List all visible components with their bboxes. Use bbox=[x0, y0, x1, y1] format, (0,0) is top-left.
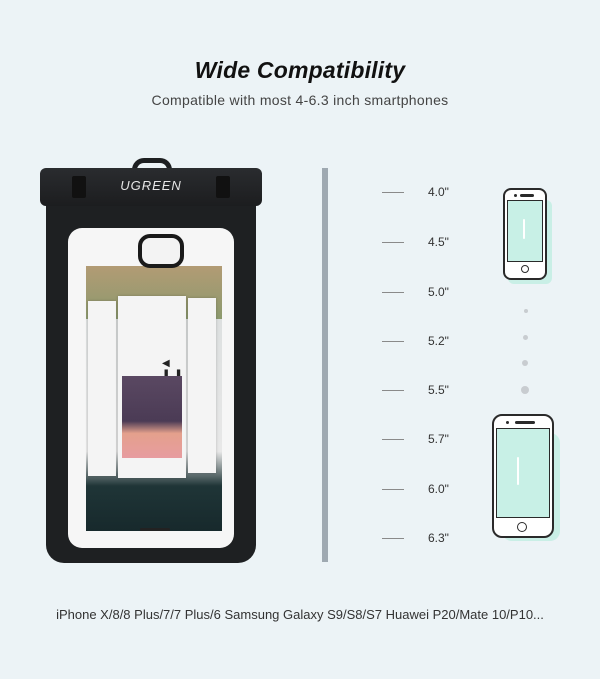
latch-left bbox=[72, 176, 86, 198]
size-label: 5.7" bbox=[428, 432, 449, 446]
scale-bar bbox=[322, 168, 328, 562]
size-dot bbox=[523, 335, 528, 340]
compatible-models-text: iPhone X/8/8 Plus/7/7 Plus/6 Samsung Gal… bbox=[56, 607, 544, 622]
waterproof-pouch-image: UGREEN ◀ ❚❚ ▶▶ bbox=[40, 158, 262, 563]
camera-cutout bbox=[138, 234, 184, 268]
size-dot bbox=[522, 360, 528, 366]
page-subtitle: Compatible with most 4-6.3 inch smartpho… bbox=[151, 92, 449, 108]
size-label: 6.3" bbox=[428, 531, 449, 545]
lanyard-loop bbox=[132, 158, 172, 174]
small-phone-icon bbox=[503, 188, 547, 280]
speaker-slot bbox=[140, 528, 170, 531]
size-label: 4.0" bbox=[428, 185, 449, 199]
page-title: Wide Compatibility bbox=[194, 57, 406, 83]
size-label: 6.0" bbox=[428, 482, 449, 496]
latch-right bbox=[216, 176, 230, 198]
app-card-left bbox=[88, 301, 116, 476]
size-label: 5.2" bbox=[428, 334, 449, 348]
size-label: 5.0" bbox=[428, 285, 449, 299]
pouch-seal-top: UGREEN bbox=[40, 168, 262, 206]
size-label: 4.5" bbox=[428, 235, 449, 249]
large-phone-icon bbox=[492, 414, 554, 538]
size-label: 5.5" bbox=[428, 383, 449, 397]
brand-logo: UGREEN bbox=[120, 178, 182, 193]
phone-screen: ◀ ❚❚ ▶▶ bbox=[86, 266, 222, 531]
size-dot bbox=[521, 386, 529, 394]
app-card-right bbox=[188, 298, 216, 473]
album-art bbox=[122, 376, 182, 458]
size-dot bbox=[524, 309, 528, 313]
